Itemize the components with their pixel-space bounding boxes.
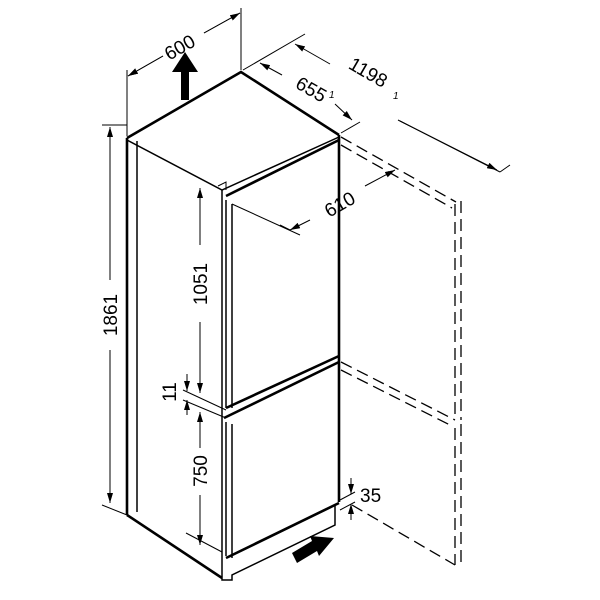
dim-width-600: 600 (161, 31, 199, 65)
niche-outline (340, 136, 462, 566)
dim-door-open-1198: 1198 (345, 54, 391, 93)
dim-niche-610: 610 (321, 188, 359, 222)
dim-lower-door-750: 750 (191, 455, 212, 487)
lower-door (223, 360, 340, 560)
airflow-arrow-icon (292, 536, 334, 563)
dim-gap-11: 11 (160, 382, 181, 402)
dim-height-1861: 1861 (101, 294, 122, 336)
dim-door-open-footnote: 1 (393, 91, 399, 102)
fridge-body (125, 70, 341, 581)
dim-depth-footnote: 1 (329, 90, 335, 101)
dim-plinth-35: 35 (360, 486, 381, 507)
upper-door (217, 138, 340, 410)
dimension-lines (101, 8, 511, 553)
dim-depth-655: 655 (292, 73, 330, 107)
lift-direction-arrow-icon (172, 52, 198, 100)
dim-upper-door-1051: 1051 (191, 263, 212, 305)
